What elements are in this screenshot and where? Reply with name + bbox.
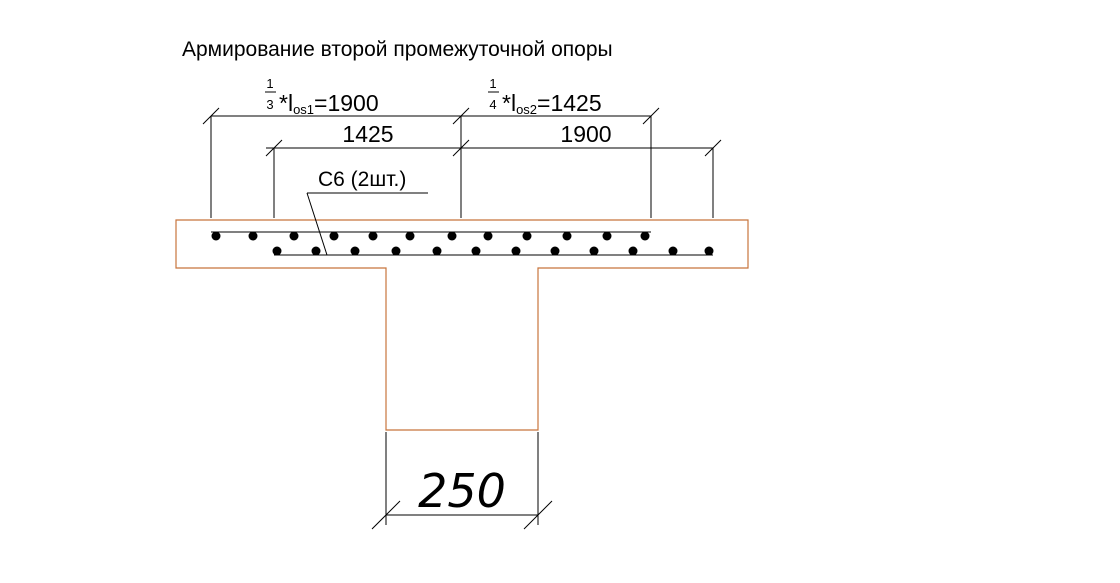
rebar-dot (368, 231, 378, 241)
top-rebar-row (211, 231, 650, 241)
slab-rib-outline (175, 219, 749, 431)
operator: *l (279, 90, 293, 116)
rebar-dot (628, 246, 638, 256)
rebar-dot (562, 231, 572, 241)
rebar-dot (704, 246, 714, 256)
subscript: os2 (516, 102, 537, 117)
rebar-dot (522, 231, 532, 241)
subscript: os1 (293, 102, 314, 117)
dimension-value: =1900 (314, 90, 379, 116)
rebar-dot (432, 246, 442, 256)
dimension-line-lower (265, 139, 722, 157)
dimension-formula: *los1=1900 (279, 90, 379, 117)
rebar-dot (391, 246, 401, 256)
rebar-dot (405, 231, 415, 241)
rebar-dot (550, 246, 560, 256)
dimension-value: =1425 (537, 90, 602, 116)
drawing-title: Армирование второй промежуточной опоры (182, 38, 613, 61)
extension-lines (210, 116, 714, 218)
dimension-label-left-upper: 1 3 *los1=1900 (265, 76, 379, 117)
bottom-rebar-row (272, 246, 714, 256)
rib-width-label: 250 (418, 464, 506, 518)
rib-width-dimension (371, 432, 553, 530)
dimension-formula: *los2=1425 (502, 90, 602, 117)
leader-line (306, 192, 328, 256)
operator: *l (502, 90, 516, 116)
rebar-dot (668, 246, 678, 256)
fraction-denominator: 4 (489, 97, 496, 112)
rebar-dot (640, 231, 650, 241)
fraction-numerator: 1 (266, 76, 273, 91)
dimension-label-right-lower: 1900 (560, 121, 611, 147)
rebar-dot (350, 246, 360, 256)
dimension-label-left-lower: 1425 (342, 121, 393, 147)
rebar-dot (329, 231, 339, 241)
mesh-label: С6 (2шт.) (318, 168, 406, 191)
rebar-dot (483, 231, 493, 241)
dimension-label-right-upper: 1 4 *los2=1425 (488, 76, 602, 117)
rebar-dot (311, 246, 321, 256)
dimension-line-upper (202, 107, 660, 125)
rebar-dot (211, 231, 221, 241)
fraction-denominator: 3 (266, 97, 273, 112)
rebar-dot (248, 231, 258, 241)
rebar-dot (602, 231, 612, 241)
rebar-dot (589, 246, 599, 256)
rebar-dot (447, 231, 457, 241)
rebar-dot (471, 246, 481, 256)
rebar-dot (511, 246, 521, 256)
rebar-dot (272, 246, 282, 256)
rebar-dot (289, 231, 299, 241)
fraction-numerator: 1 (489, 76, 496, 91)
